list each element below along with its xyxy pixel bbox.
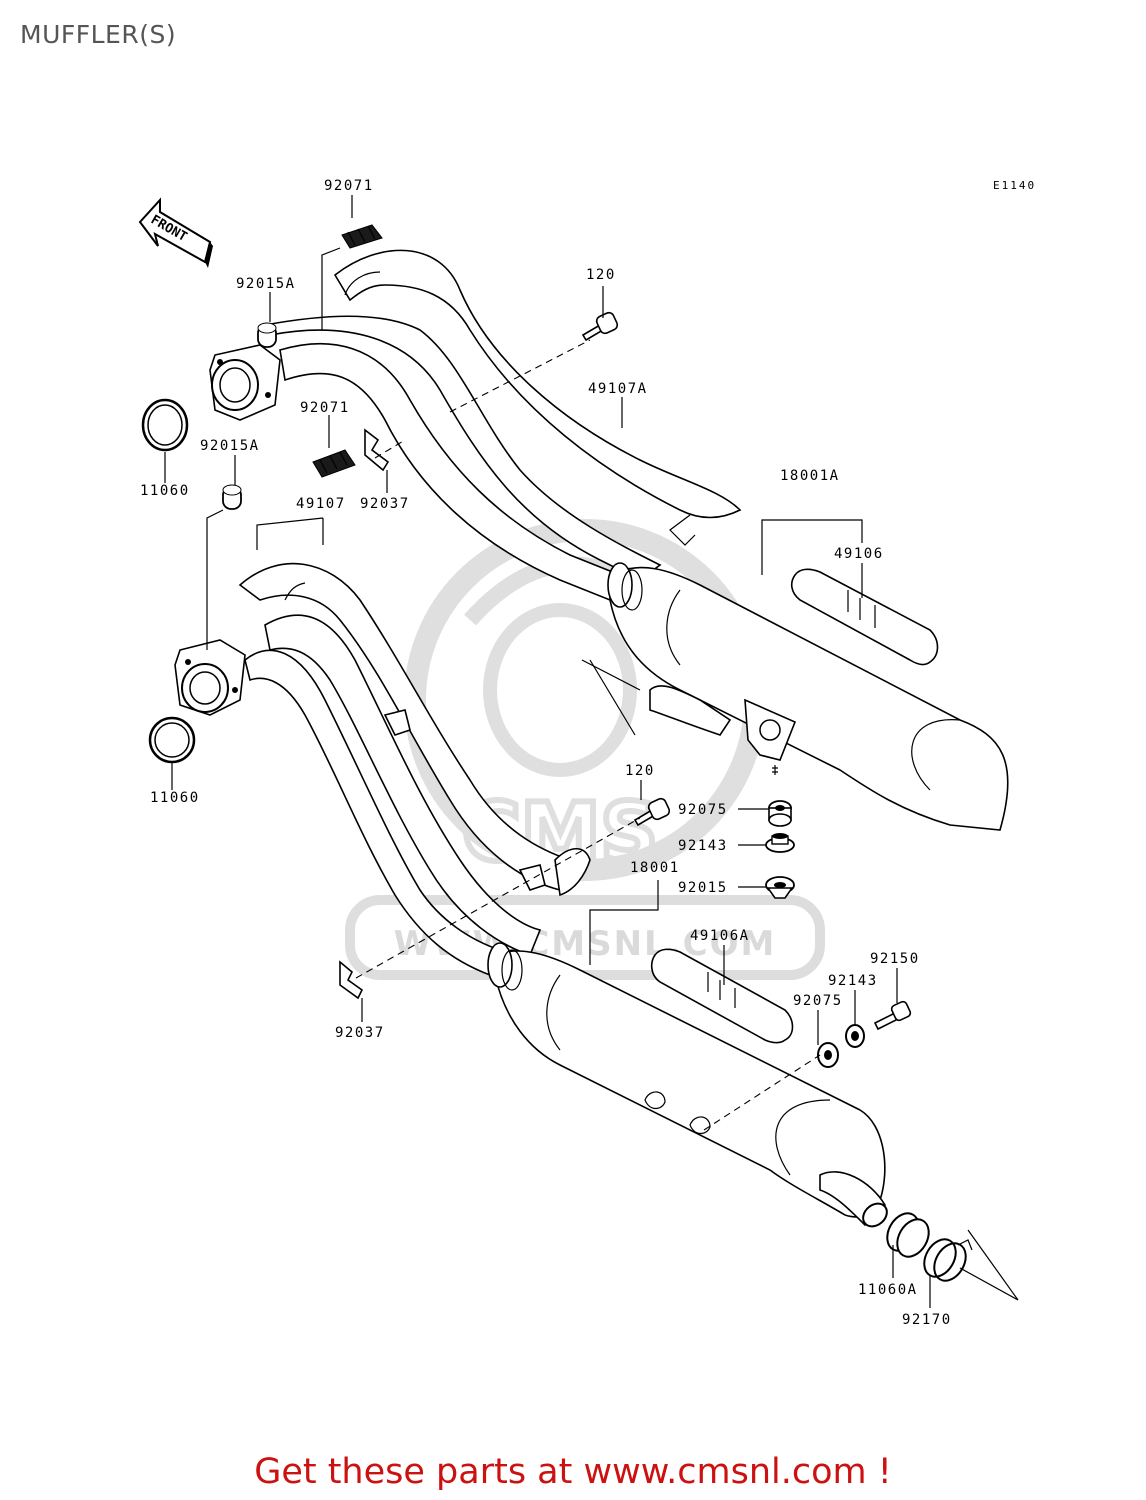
part-label-92015a-upper[interactable]: 92015A [236, 276, 296, 292]
collar-92015-upper [765, 876, 795, 899]
footer-promo-link[interactable]: Get these parts at www.cmsnl.com ! [254, 1452, 892, 1492]
washer-92143-upper [765, 833, 795, 853]
part-label-92071-upper[interactable]: 92071 [324, 178, 374, 194]
gasket-11060-lower [148, 716, 196, 764]
part-label-18001a[interactable]: 18001A [780, 468, 840, 484]
bolt-120-upper [581, 311, 619, 342]
upper-muffler [607, 562, 1009, 831]
part-label-11060a[interactable]: 11060A [858, 1282, 918, 1298]
part-label-92015[interactable]: 92015 [678, 880, 728, 896]
gasket-11060a [886, 1212, 930, 1258]
rubber-92071-lower [312, 449, 356, 478]
part-label-120-upper[interactable]: 120 [586, 267, 616, 283]
part-label-92170[interactable]: 92170 [902, 1312, 952, 1328]
part-label-49106[interactable]: 49106 [834, 546, 884, 562]
clamp-92037-upper [364, 428, 390, 472]
bolt-120-lower [633, 797, 671, 827]
part-label-18001[interactable]: 18001 [630, 860, 680, 876]
gasket-11060-upper [141, 398, 189, 452]
part-label-92150[interactable]: 92150 [870, 951, 920, 967]
part-label-92143-lower[interactable]: 92143 [828, 973, 878, 989]
part-label-11060-lower[interactable]: 11060 [150, 790, 200, 806]
clamp-92037-lower [339, 960, 364, 1000]
diagram-code: E1140 [993, 179, 1036, 192]
part-label-92037-upper[interactable]: 92037 [360, 496, 410, 512]
part-label-92075-upper[interactable]: 92075 [678, 802, 728, 818]
leader-lines [164, 195, 1019, 1308]
part-label-92075-lower[interactable]: 92075 [793, 993, 843, 1009]
bolt-stud-under-muffler [772, 765, 778, 775]
front-direction-arrow: FRONT [138, 197, 213, 268]
washer-92143-lower [845, 1024, 865, 1048]
part-label-92015a-lower[interactable]: 92015A [200, 438, 260, 454]
damper-92075-upper [768, 800, 792, 827]
part-label-49107[interactable]: 49107 [296, 496, 346, 512]
damper-92075-lower [817, 1042, 839, 1068]
collar-92015a-lower [222, 484, 242, 510]
lower-muffler [487, 942, 888, 1228]
page-title: MUFFLER(S) [20, 20, 177, 49]
lower-exhaust-pipe [174, 562, 591, 977]
upper-exhaust-pipe [209, 249, 742, 602]
part-label-92037-lower[interactable]: 92037 [335, 1025, 385, 1041]
part-label-11060-upper[interactable]: 11060 [140, 483, 190, 499]
part-label-120-lower[interactable]: 120 [625, 763, 655, 779]
collar-92015a-upper [257, 322, 277, 348]
part-label-92071-lower[interactable]: 92071 [300, 400, 350, 416]
rubber-92071-upper [341, 224, 383, 249]
part-label-49106a[interactable]: 49106A [690, 928, 750, 944]
part-label-49107a[interactable]: 49107A [588, 381, 648, 397]
bolt-92150 [873, 1000, 912, 1031]
part-label-92143-upper[interactable]: 92143 [678, 838, 728, 854]
